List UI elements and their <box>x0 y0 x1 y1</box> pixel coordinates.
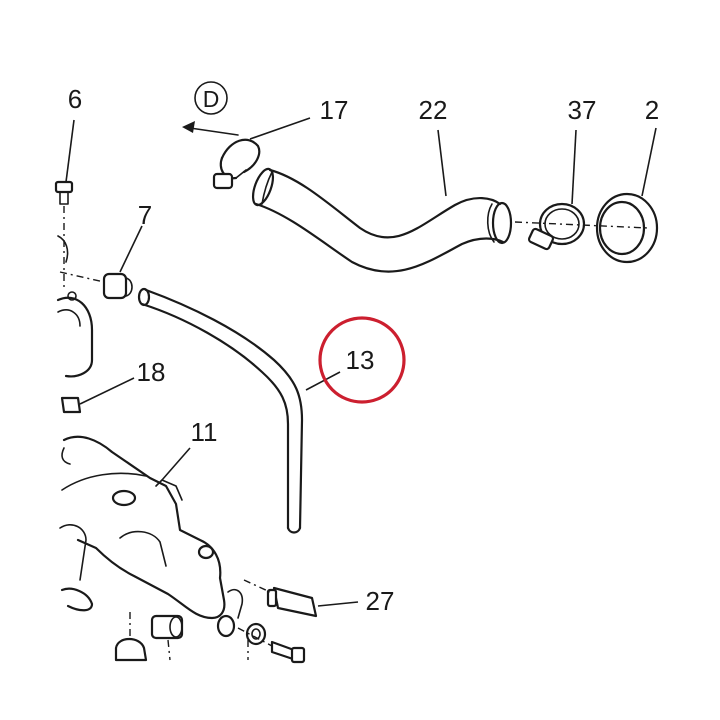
clamp-37-inner <box>544 208 580 240</box>
hose-13-outer-edge <box>144 288 304 530</box>
ring-2-inner <box>598 200 646 256</box>
leader-27 <box>317 601 359 607</box>
clamp-37-screw-housing <box>527 227 555 251</box>
direction-arrow-head <box>182 121 195 133</box>
clip-18-body <box>60 396 82 414</box>
washer-upper <box>216 614 236 638</box>
washer-lower <box>245 622 267 646</box>
part-27-connector <box>227 579 359 619</box>
hose-22-cuff-line <box>261 171 273 205</box>
clamp-17-band-lower <box>219 156 238 180</box>
highlight-ring <box>318 316 406 404</box>
housing-left-detail <box>57 309 81 327</box>
clamp-17-tab <box>235 169 247 179</box>
callout-22: 22 <box>419 95 448 125</box>
axis-line-bolt <box>237 627 273 647</box>
part-2-ring <box>595 127 659 264</box>
bracket-11-left-leg <box>59 524 87 581</box>
bracket-11-foot <box>60 587 94 612</box>
clamp-37-band <box>538 202 586 246</box>
grommet-7-lip <box>125 277 133 297</box>
hose-22-right-end <box>491 201 513 245</box>
mount-lower-left <box>114 637 148 662</box>
hose-22-right-cuff <box>486 203 495 243</box>
leader-17 <box>249 117 311 140</box>
bolt-6-shank <box>59 191 69 205</box>
hose-22-upper-edge <box>268 168 502 239</box>
bushing-lower-bore <box>169 616 183 638</box>
leader-37 <box>571 129 577 205</box>
callout-37: 37 <box>568 95 597 125</box>
clamp-17-screw-housing <box>212 172 234 190</box>
left-structure <box>56 235 94 378</box>
bolt-lower-head <box>290 646 306 664</box>
leader-2 <box>641 127 657 197</box>
leader-13 <box>305 371 341 391</box>
direction-arrow-line <box>189 127 239 136</box>
callout-7: 7 <box>138 200 152 230</box>
axis-line-right <box>514 221 649 229</box>
clamp-17-band <box>220 138 261 174</box>
direction-marker-circle <box>194 81 228 115</box>
part-7-grommet <box>59 225 143 300</box>
leader-18 <box>79 377 135 405</box>
grommet-7-body <box>102 272 128 300</box>
part-18-clip <box>60 377 135 414</box>
lower-fasteners <box>114 612 306 664</box>
callout-2: 2 <box>645 95 659 125</box>
bolt-6-head <box>54 180 74 194</box>
hose-13-lower-end <box>286 526 302 534</box>
part-17-clamp <box>212 117 311 190</box>
axis-line-connector <box>243 579 271 593</box>
connector-27-nozzle <box>266 588 278 608</box>
leader-6 <box>65 119 75 183</box>
hose-13-upper-end <box>137 287 151 307</box>
direction-marker-label: D <box>203 86 220 112</box>
callout-6: 6 <box>68 84 82 114</box>
part-11-bracket <box>59 435 226 620</box>
bracket-11-hole <box>111 489 137 507</box>
axis-line-grommet <box>59 271 105 283</box>
hose-22-left-end <box>251 167 275 207</box>
part-13-hose <box>137 287 341 534</box>
housing-left-body <box>56 296 94 378</box>
callout-13: 13 <box>346 345 375 375</box>
part-37-clamp <box>527 129 586 251</box>
housing-left-boss <box>67 291 77 301</box>
mount-27-lug <box>227 588 244 619</box>
ring-2-outer <box>595 192 659 264</box>
bracket-11-tab <box>155 479 183 501</box>
callout-27: 27 <box>366 586 395 616</box>
bracket-11-inner <box>119 530 167 567</box>
bracket-11-left-hook <box>61 447 71 465</box>
part-6-bolt <box>54 119 75 290</box>
axis-line-bushing <box>167 639 171 661</box>
callout-18: 18 <box>137 357 166 387</box>
bracket-11-slot <box>197 544 215 560</box>
housing-left-top <box>57 235 69 263</box>
bushing-lower <box>150 614 184 640</box>
connector-27-body <box>272 586 318 618</box>
leader-11 <box>161 447 191 481</box>
hose-22-lower-edge <box>254 202 505 273</box>
leader-22 <box>437 129 447 197</box>
leader-7 <box>119 225 143 273</box>
direction-marker: D <box>182 81 239 136</box>
callout-17: 17 <box>320 95 349 125</box>
washer-lower-hole <box>251 628 261 640</box>
part-22-hose <box>251 129 513 273</box>
bracket-11-outline <box>62 435 226 620</box>
callout-11: 11 <box>191 417 218 447</box>
hose-13-inner-edge <box>140 302 290 530</box>
bracket-11-fold <box>61 472 147 491</box>
